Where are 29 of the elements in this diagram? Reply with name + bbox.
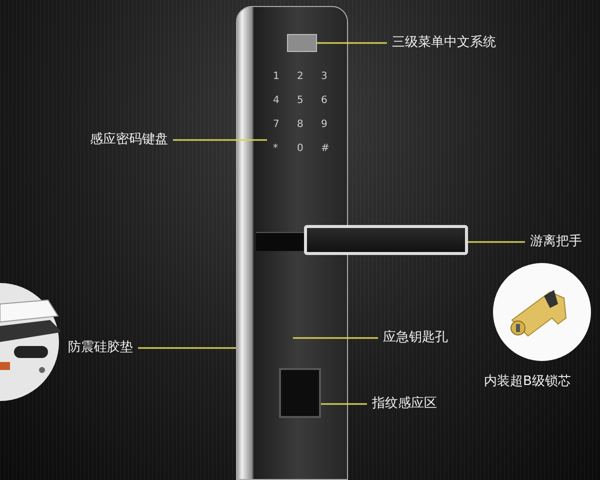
leader-line [317,42,387,44]
key-digit: 1 [273,71,280,83]
leader-line [321,403,367,405]
key-digit: 8 [297,119,304,131]
callout-label: 三级菜单中文系统 [392,35,496,51]
key-digit: 9 [321,119,328,131]
leader-line [293,337,378,339]
callout-label: 应急钥匙孔 [383,330,448,346]
key-digit: * [273,143,278,155]
lock-panel [236,6,348,480]
display-window [287,34,317,52]
key-digit: # [321,143,330,155]
key-digit: 6 [321,95,328,107]
callout-label: 游离把手 [530,234,582,250]
leader-line [138,347,236,349]
key-digit: 5 [297,95,304,107]
key-digit: 3 [321,71,328,83]
fingerprint-sensor [279,368,321,418]
callout-label: 感应密码键盘 [90,132,168,148]
callout-label: 防震硅胶垫 [68,340,133,356]
callout-label: 指纹感应区 [372,396,437,412]
callout-label: 内装超B级锁芯 [484,374,571,390]
key-digit: 2 [297,71,304,83]
leader-line [173,139,267,141]
leader-line [468,241,525,243]
door-handle [256,225,468,255]
key-digit: 7 [273,119,280,131]
key-digit: 0 [297,143,304,155]
key-digit: 4 [273,95,280,107]
